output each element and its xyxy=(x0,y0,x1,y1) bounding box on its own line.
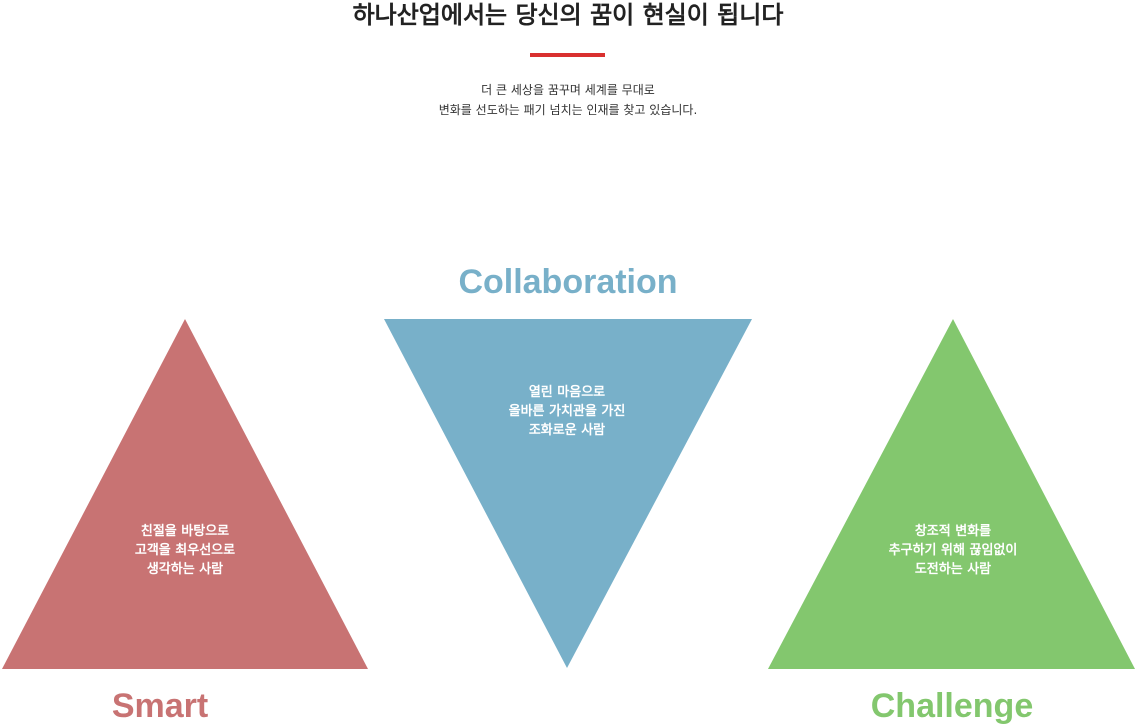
smart-line-3: 생각하는 사람 xyxy=(146,562,224,577)
collaboration-description: 열린 마음으로 올바른 가치관을 가진 조화로운 사람 xyxy=(467,383,667,440)
title-underline xyxy=(530,53,605,57)
page-title: 하나산업에서는 당신의 꿈이 현실이 됩니다 xyxy=(352,1,784,29)
collaboration-triangle xyxy=(384,319,752,668)
challenge-line-1: 창조적 변화를 xyxy=(914,524,992,539)
intro-line-2: 변화를 선도하는 패기 넘치는 인재를 찾고 있습니다. xyxy=(438,103,698,117)
collaboration-line-2: 올바른 가치관을 가진 xyxy=(508,404,626,419)
challenge-label: Challenge xyxy=(870,687,1034,725)
challenge-line-2: 추구하기 위해 끊임없이 xyxy=(888,543,1018,558)
intro-text: 더 큰 세상을 꿈꾸며 세계를 무대로 변화를 선도하는 패기 넘치는 인재를 … xyxy=(0,80,1136,120)
smart-description: 친절을 바탕으로 고객을 최우선으로 생각하는 사람 xyxy=(85,522,285,579)
smart-line-2: 고객을 최우선으로 xyxy=(134,543,236,558)
smart-triangle xyxy=(2,319,368,669)
intro-line-1: 더 큰 세상을 꿈꾸며 세계를 무대로 xyxy=(481,83,655,97)
challenge-triangle xyxy=(768,319,1135,669)
smart-label: Smart xyxy=(111,687,209,725)
collaboration-line-3: 조화로운 사람 xyxy=(528,423,606,438)
collaboration-line-1: 열린 마음으로 xyxy=(528,385,606,400)
collaboration-label: Collaboration xyxy=(458,263,678,301)
challenge-line-3: 도전하는 사람 xyxy=(914,562,992,577)
challenge-description: 창조적 변화를 추구하기 위해 끊임없이 도전하는 사람 xyxy=(843,522,1063,579)
smart-line-1: 친절을 바탕으로 xyxy=(140,524,230,539)
